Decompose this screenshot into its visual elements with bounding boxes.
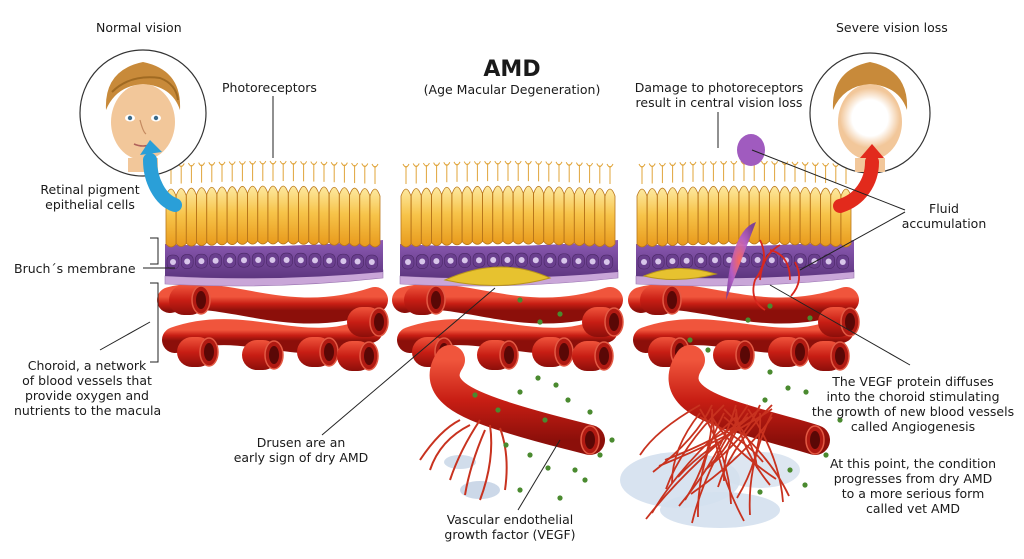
page-title: AMD xyxy=(483,57,541,82)
label-vegf-line-2: growth factor (VEGF) xyxy=(444,527,576,542)
label-progresses-line-1: At this point, the condition xyxy=(829,456,997,471)
label-normal-vision: Normal vision xyxy=(96,20,182,35)
label-vegf-line-1: Vascular endothelial xyxy=(446,512,574,527)
label-diffuses-line-3: the growth of new blood vessels xyxy=(811,404,1015,419)
label-fluid-line-1: Fluid xyxy=(929,201,959,216)
drusen-deposit xyxy=(642,267,718,281)
retina-panel-1 xyxy=(157,160,389,372)
label-damage-line-1: Damage to photoreceptors xyxy=(634,80,804,95)
choroid-vessels xyxy=(392,283,624,372)
label-damage-photoreceptors: Damage to photoreceptors result in centr… xyxy=(624,80,814,110)
label-choroid-line-3: provide oxygen and xyxy=(24,388,149,403)
page-subtitle: (Age Macular Degeneration) xyxy=(423,82,601,97)
retina-panels xyxy=(157,134,860,372)
label-fluid-accumulation: Fluid accumulation xyxy=(894,201,994,231)
label-photoreceptors: Photoreceptors xyxy=(222,80,317,95)
label-choroid-line-2: of blood vessels that xyxy=(22,373,152,388)
label-diffuses-line-4: called Angiogenesis xyxy=(850,419,976,434)
label-vegf: Vascular endothelial growth factor (VEGF… xyxy=(430,512,590,542)
label-severe-vision-loss: Severe vision loss xyxy=(836,20,948,35)
retina-panel-2 xyxy=(392,160,624,372)
choroid-vessels xyxy=(628,283,860,372)
label-drusen-line-1: Drusen are an xyxy=(256,435,346,450)
retina-panel-3 xyxy=(628,134,860,372)
label-retinal-pigment: Retinal pigment epithelial cells xyxy=(28,182,152,212)
label-fluid-line-2: accumulation xyxy=(901,216,987,231)
label-drusen: Drusen are an early sign of dry AMD xyxy=(226,435,376,465)
drusen-deposit xyxy=(443,266,552,287)
fluid-bubble-top xyxy=(737,134,765,166)
label-diffuses-line-1: The VEGF protein diffuses xyxy=(832,374,994,389)
label-condition-progresses: At this point, the condition progresses … xyxy=(808,456,1018,516)
face-normal-vision xyxy=(79,49,207,212)
choroid-vessels xyxy=(157,283,389,372)
label-retinal-line-2: epithelial cells xyxy=(45,197,135,212)
fluid-bubble xyxy=(726,222,756,300)
label-damage-line-2: result in central vision loss xyxy=(635,95,803,110)
label-diffuses-line-2: into the choroid stimulating xyxy=(826,389,1000,404)
descending-vessel-middle xyxy=(419,345,605,501)
label-retinal-line-1: Retinal pigment xyxy=(40,182,140,197)
label-progresses-line-2: progresses from dry AMD xyxy=(833,471,993,486)
photoreceptor-layer xyxy=(400,160,616,248)
label-progresses-line-4: called vet AMD xyxy=(865,501,960,516)
label-progresses-line-3: to a more serious form xyxy=(841,486,985,501)
label-vegf-diffuses: The VEGF protein diffuses into the choro… xyxy=(808,374,1018,434)
label-choroid: Choroid, a network of blood vessels that… xyxy=(14,358,162,418)
descending-vessel-right xyxy=(620,345,830,528)
label-bruchs-membrane: Bruch´s membrane xyxy=(14,261,136,276)
photoreceptor-layer xyxy=(165,160,381,248)
face-severe-vision-loss xyxy=(809,52,931,213)
pointer-lines xyxy=(99,96,911,511)
label-choroid-line-1: Choroid, a network xyxy=(27,358,147,373)
label-drusen-line-2: early sign of dry AMD xyxy=(233,450,369,465)
vegf-particles xyxy=(472,297,843,501)
label-choroid-line-4: nutrients to the macula xyxy=(14,403,162,418)
